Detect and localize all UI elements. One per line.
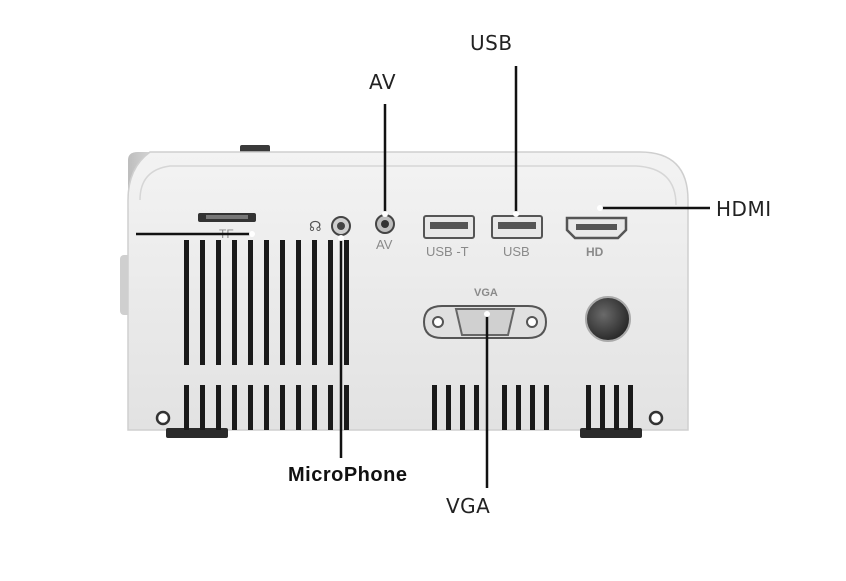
microphone-jack-hole: [337, 222, 345, 230]
usb-panel-label: USB: [503, 244, 530, 259]
usb-callout-label: USB: [470, 31, 513, 55]
vga-screw-right: [526, 316, 538, 328]
av-callout-label: AV: [369, 70, 397, 94]
screw-right: [648, 410, 664, 426]
bottom-vent-right: [586, 385, 633, 430]
headphone-icon: ☊: [309, 219, 321, 235]
bottom-vent-middle: [432, 385, 549, 430]
microphone-pointer-dot: [338, 235, 344, 241]
right-foot: [580, 428, 642, 438]
speaker-vent: [184, 240, 349, 365]
hd-label: HD: [586, 245, 604, 259]
av-pointer-dot: [382, 211, 388, 217]
vga-pointer-dot: [484, 311, 490, 317]
usb-port-tongue: [498, 222, 536, 229]
vga-panel-label: VGA: [474, 287, 498, 299]
body-inner-edge: [139, 165, 677, 206]
av-jack-hole: [381, 220, 389, 228]
microphone-callout-label: MicroPhone: [288, 464, 408, 486]
vga-connector: [454, 308, 516, 336]
hdmi-port-tongue: [576, 224, 617, 230]
hdmi-callout-label: HDMI: [716, 197, 772, 221]
left-foot: [166, 428, 228, 438]
usb-t-port-tongue: [430, 222, 468, 229]
hdmi-pointer-dot: [597, 205, 603, 211]
vga-screw-left: [432, 316, 444, 328]
bottom-vent-left: [184, 385, 349, 430]
usb-pointer-dot: [513, 211, 519, 217]
top-button: [240, 145, 270, 153]
usb-t-label: USB -T: [426, 244, 469, 259]
vga-callout-label: VGA: [446, 494, 491, 518]
round-port: [585, 296, 631, 342]
tf-pointer-dot: [249, 231, 255, 237]
screw-left: [155, 410, 171, 426]
av-panel-label: AV: [376, 237, 393, 252]
tf-card-slot-inner: [206, 215, 248, 219]
